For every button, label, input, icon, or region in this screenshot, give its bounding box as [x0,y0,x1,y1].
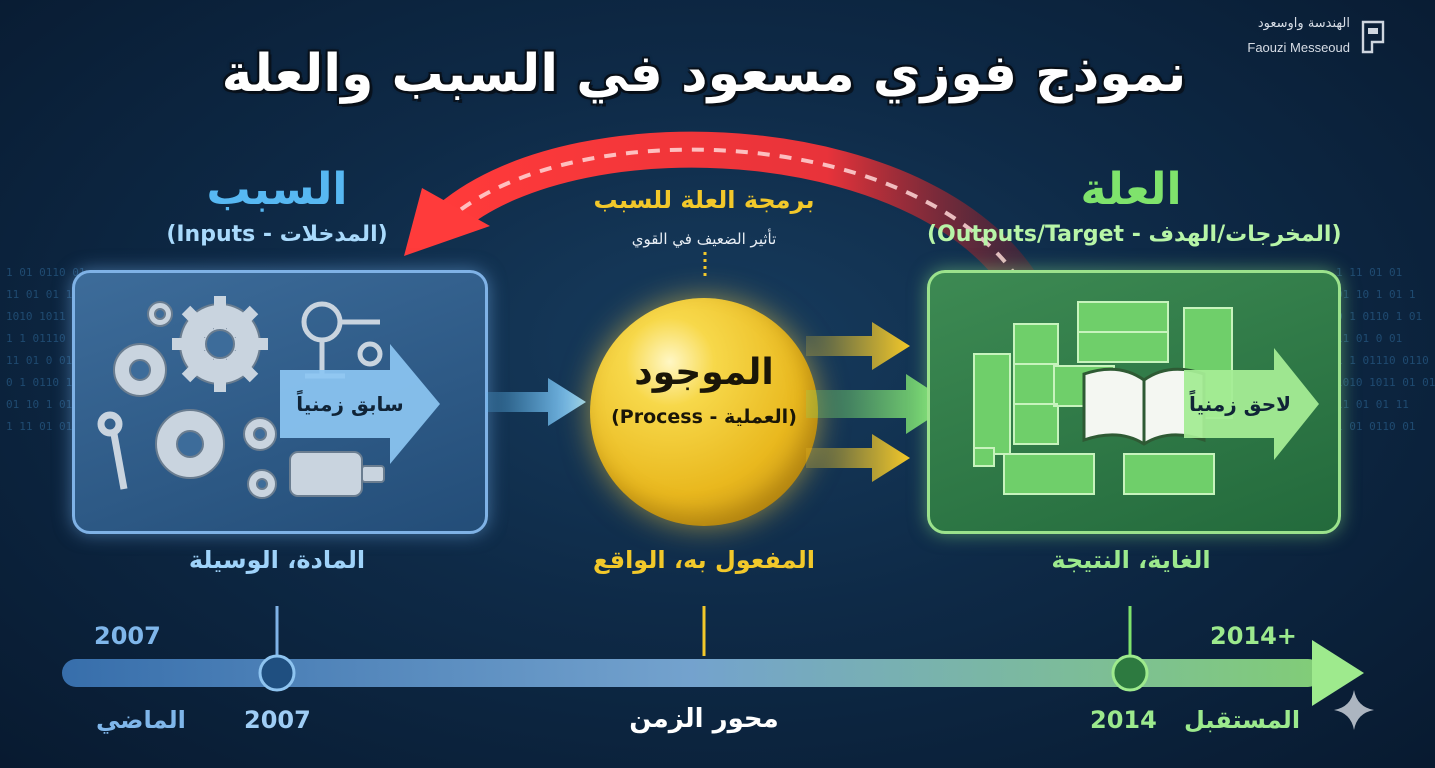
feedback-sublabel: تأثير الضعيف في القوي [631,230,777,248]
effect-heading: العلة [1080,164,1182,215]
process-bottom-label: المفعول به، الواقع [592,546,816,574]
timeline-axis-label: محور الزمن [629,704,779,734]
sparkle-icon [1334,690,1374,730]
process-subtitle: (Process - العملية) [611,406,797,428]
page-title: نموذج فوزي مسعود في السبب والعلة [221,44,1187,104]
effect-bottom-label: الغاية، النتيجة [1051,546,1211,574]
feedback-arc-arrow [404,131,1046,307]
process-to-effect-arrows [806,322,952,482]
timeline-axis [62,606,1364,706]
cause-bottom-label: المادة، الوسيلة [188,546,366,574]
robot-arm-icon [301,301,383,379]
binary-background-right: 1 11 01 01 01 10 1 01 1 0 1 0110 1 01 11… [1336,266,1435,433]
doc-flag-icon [1361,20,1385,54]
effect-arrow-shape [1184,348,1319,460]
process-sphere [590,298,818,526]
right-word: المستقبل [1184,706,1301,734]
left-word: الماضي [96,706,186,734]
gear-icon [113,301,277,499]
cause-subheading: (Inputs - المدخلات) [166,222,388,247]
cause-to-process-arrow [486,378,586,426]
left-year-top: 2007 [94,622,161,650]
cabinet-icon [1014,331,1168,405]
dotted-connector [703,252,707,276]
cause-arrow-label: سابق زمنياً [296,392,404,416]
cause-arrow-shape [280,344,440,464]
wrench-icon [97,411,128,490]
right-year-top: 2014+ [1210,622,1297,650]
cause-heading: السبب [206,164,348,215]
effect-arrow-label: لاحق زمنياً [1188,392,1292,416]
motor-icon [289,451,385,497]
effect-subheading: (Outputs/Target - المخرجات/الهدف) [927,222,1342,247]
right-year-bottom: 2014 [1090,706,1157,734]
left-year-bottom: 2007 [244,706,311,734]
process-title: الموجود [634,352,774,393]
gear-icon [172,296,268,392]
open-book-icon [1082,367,1206,446]
cause-icons [97,296,440,499]
logo-latin-name: Faouzi Messeoud [1247,40,1350,55]
logo-arabic-name: الهندسة واوسعود [1257,16,1350,31]
feedback-label: برمجة العلة للسبب [593,186,815,214]
effect-icons [973,301,1319,495]
